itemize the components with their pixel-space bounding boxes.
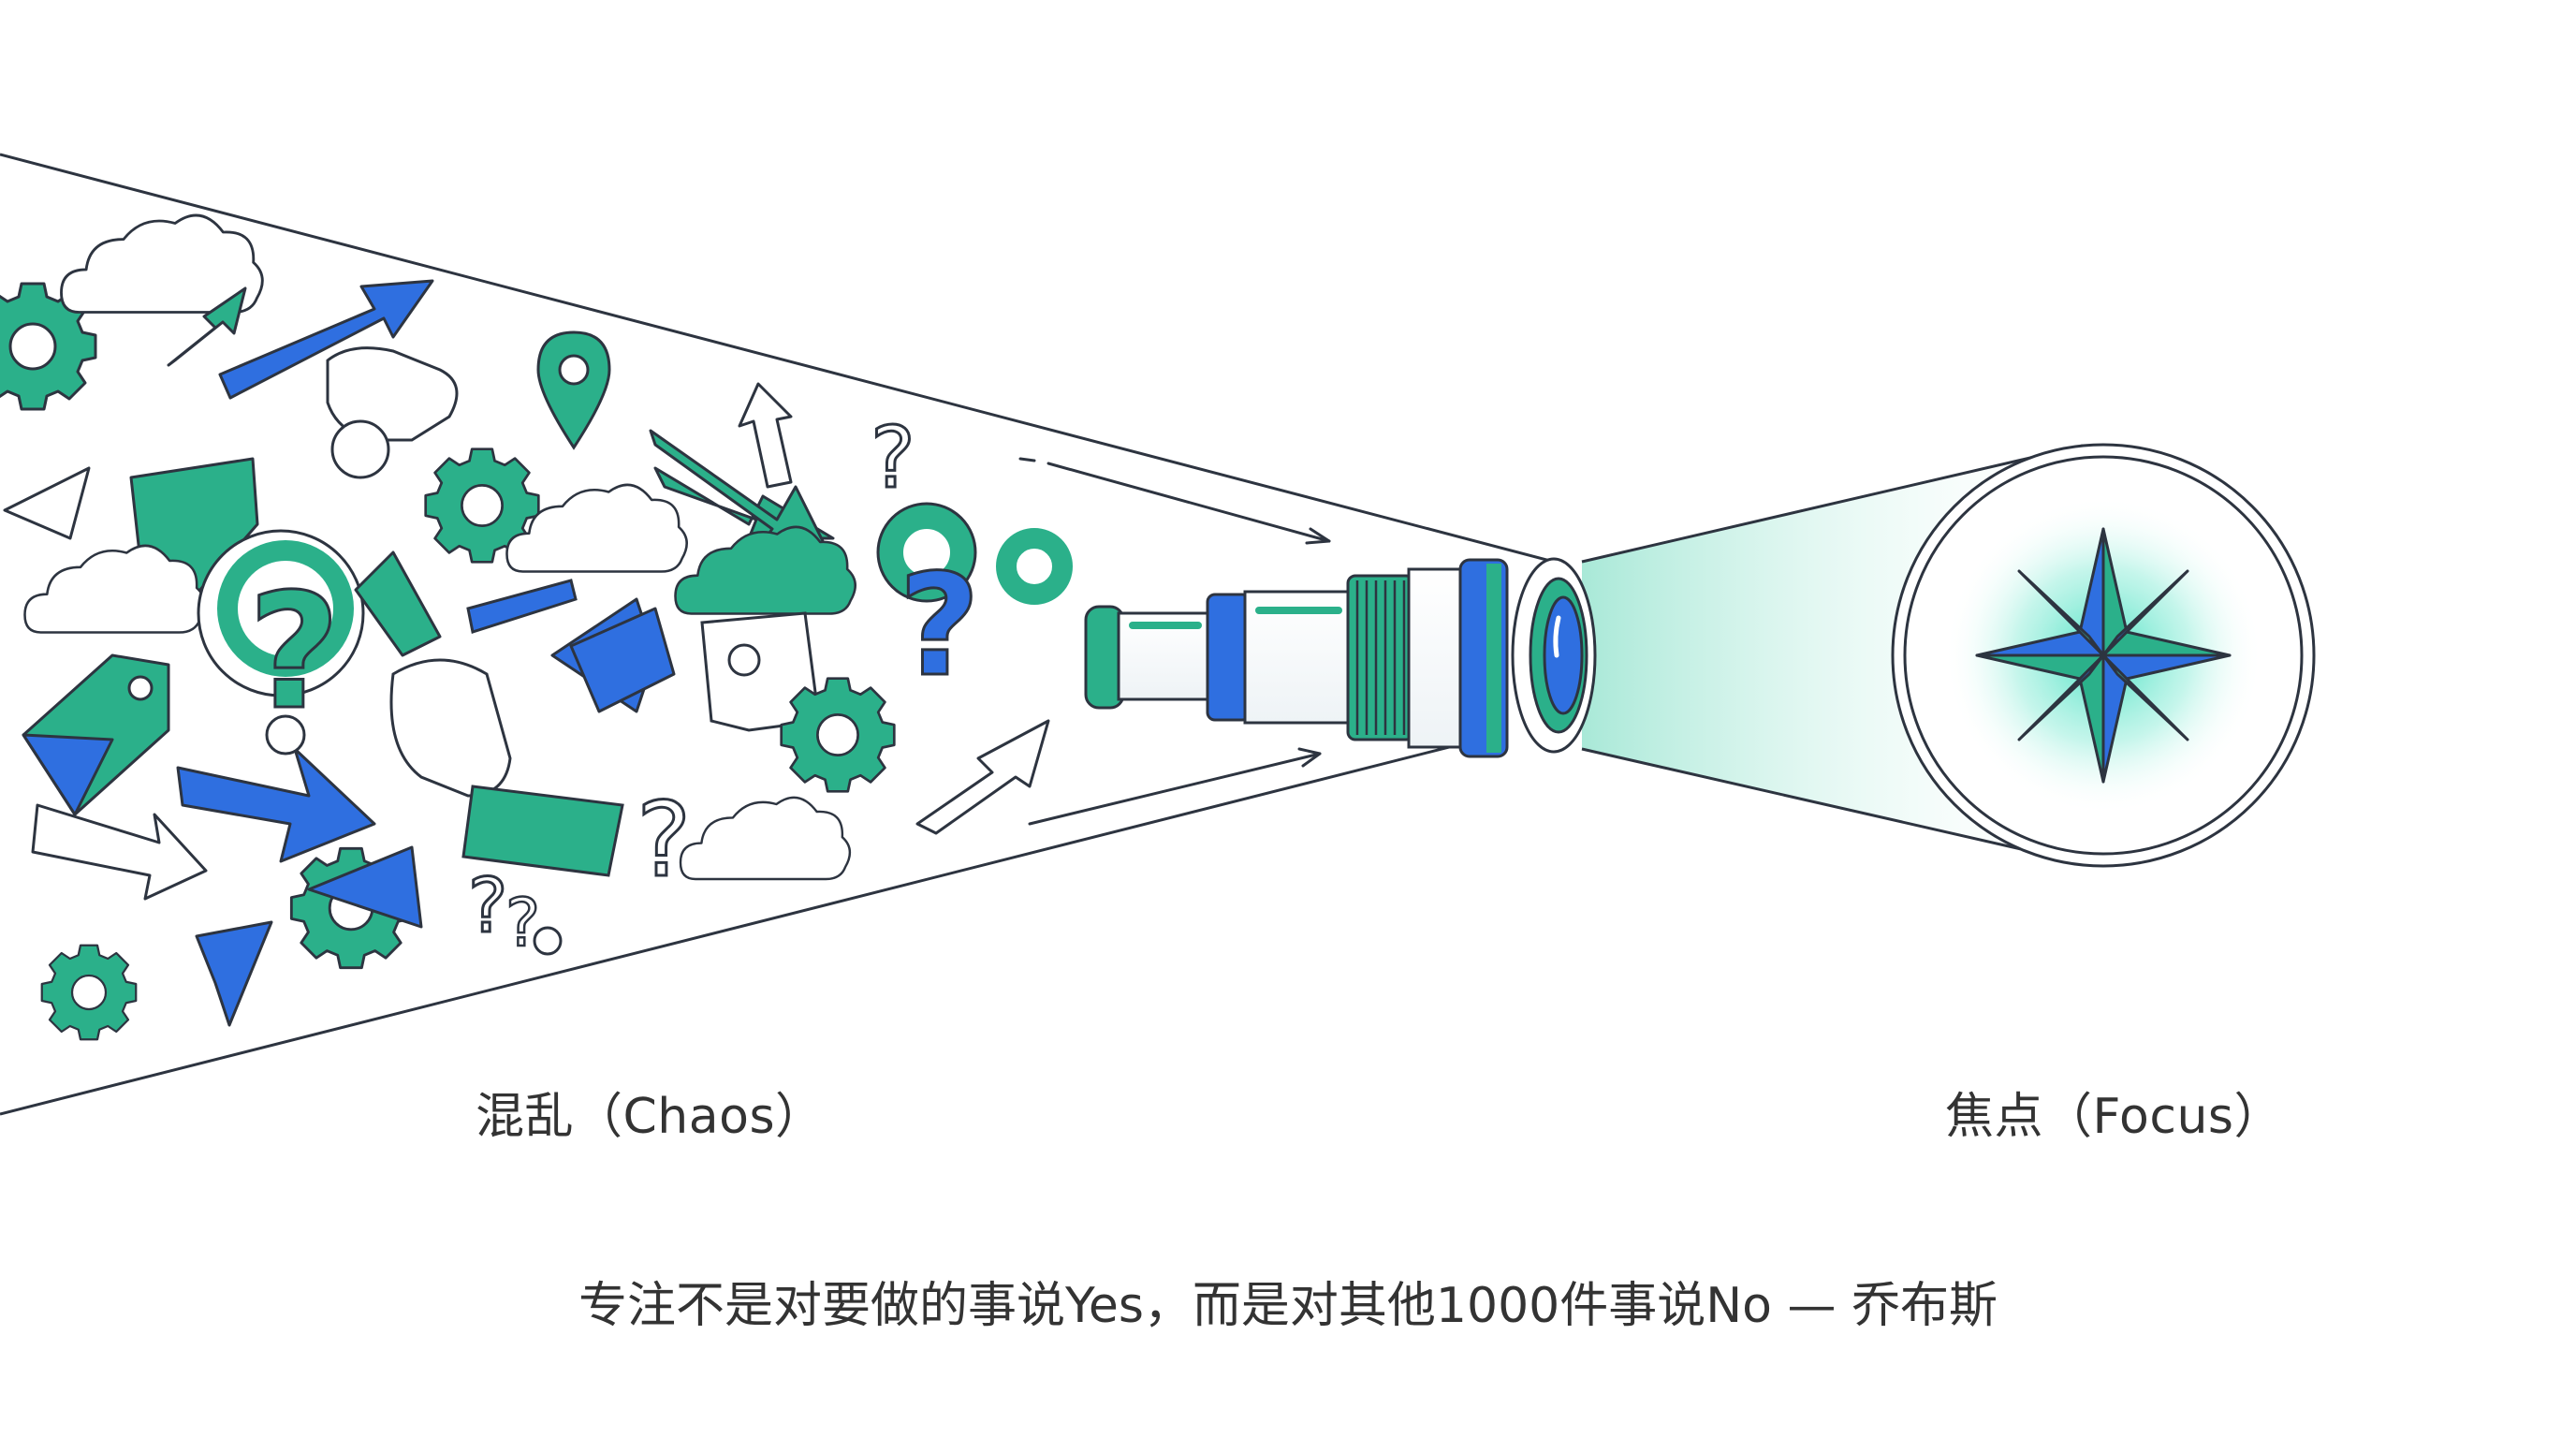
- arrow-icon: [466, 579, 578, 634]
- chaos-label: 混乱（Chaos）: [476, 1089, 825, 1145]
- question-mark-icon: ? ?: [467, 779, 693, 951]
- svg-text:?: ?: [468, 862, 507, 949]
- tag-icon: [461, 785, 624, 877]
- arrow-icon: [218, 279, 434, 400]
- svg-text:?: ?: [899, 545, 980, 708]
- quote-caption: 专注不是对要做的事说Yes，而是对其他1000件事说No — 乔布斯: [578, 1278, 1998, 1334]
- svg-text:?: ?: [505, 885, 540, 961]
- arrow-icon: [738, 382, 793, 489]
- arrow-icon: [915, 719, 1050, 835]
- svg-text:?: ?: [871, 409, 915, 507]
- svg-text:?: ?: [637, 780, 691, 900]
- chaos-funnel: [0, 153, 1555, 1116]
- arrow-icon: [167, 286, 247, 367]
- flow-arrows: [1018, 457, 1331, 826]
- arrow-icon: [195, 920, 273, 1027]
- arrow-icon: [3, 466, 91, 540]
- focus-label: 焦点（Focus）: [1945, 1089, 2284, 1145]
- gear-icon: [780, 677, 896, 793]
- speech-bubble-icon: [326, 346, 459, 479]
- gear-icon: [40, 944, 138, 1041]
- arrow-icon: [307, 845, 423, 929]
- cloud-icon: [679, 796, 852, 881]
- question-mark-icon: ?: [197, 529, 365, 747]
- arrow-icon: [176, 747, 376, 863]
- question-mark-icon: ?: [876, 502, 1073, 710]
- svg-text:?: ?: [248, 560, 341, 745]
- question-mark-icon: ?: [870, 408, 917, 509]
- tag-icon: [22, 653, 170, 816]
- question-mark-icon: ?: [505, 884, 563, 962]
- arrow-icon: [354, 550, 442, 657]
- cloud-icon: [674, 525, 856, 615]
- arrow-icon: [31, 803, 208, 901]
- chaos-icons: ? ?: [0, 213, 1073, 1041]
- arrow-icon: [550, 597, 676, 713]
- speech-bubble-icon: [265, 658, 512, 798]
- compass-star-icon: [1975, 527, 2232, 784]
- location-pin-icon: [536, 330, 611, 450]
- telescope-icon: [1084, 557, 1597, 758]
